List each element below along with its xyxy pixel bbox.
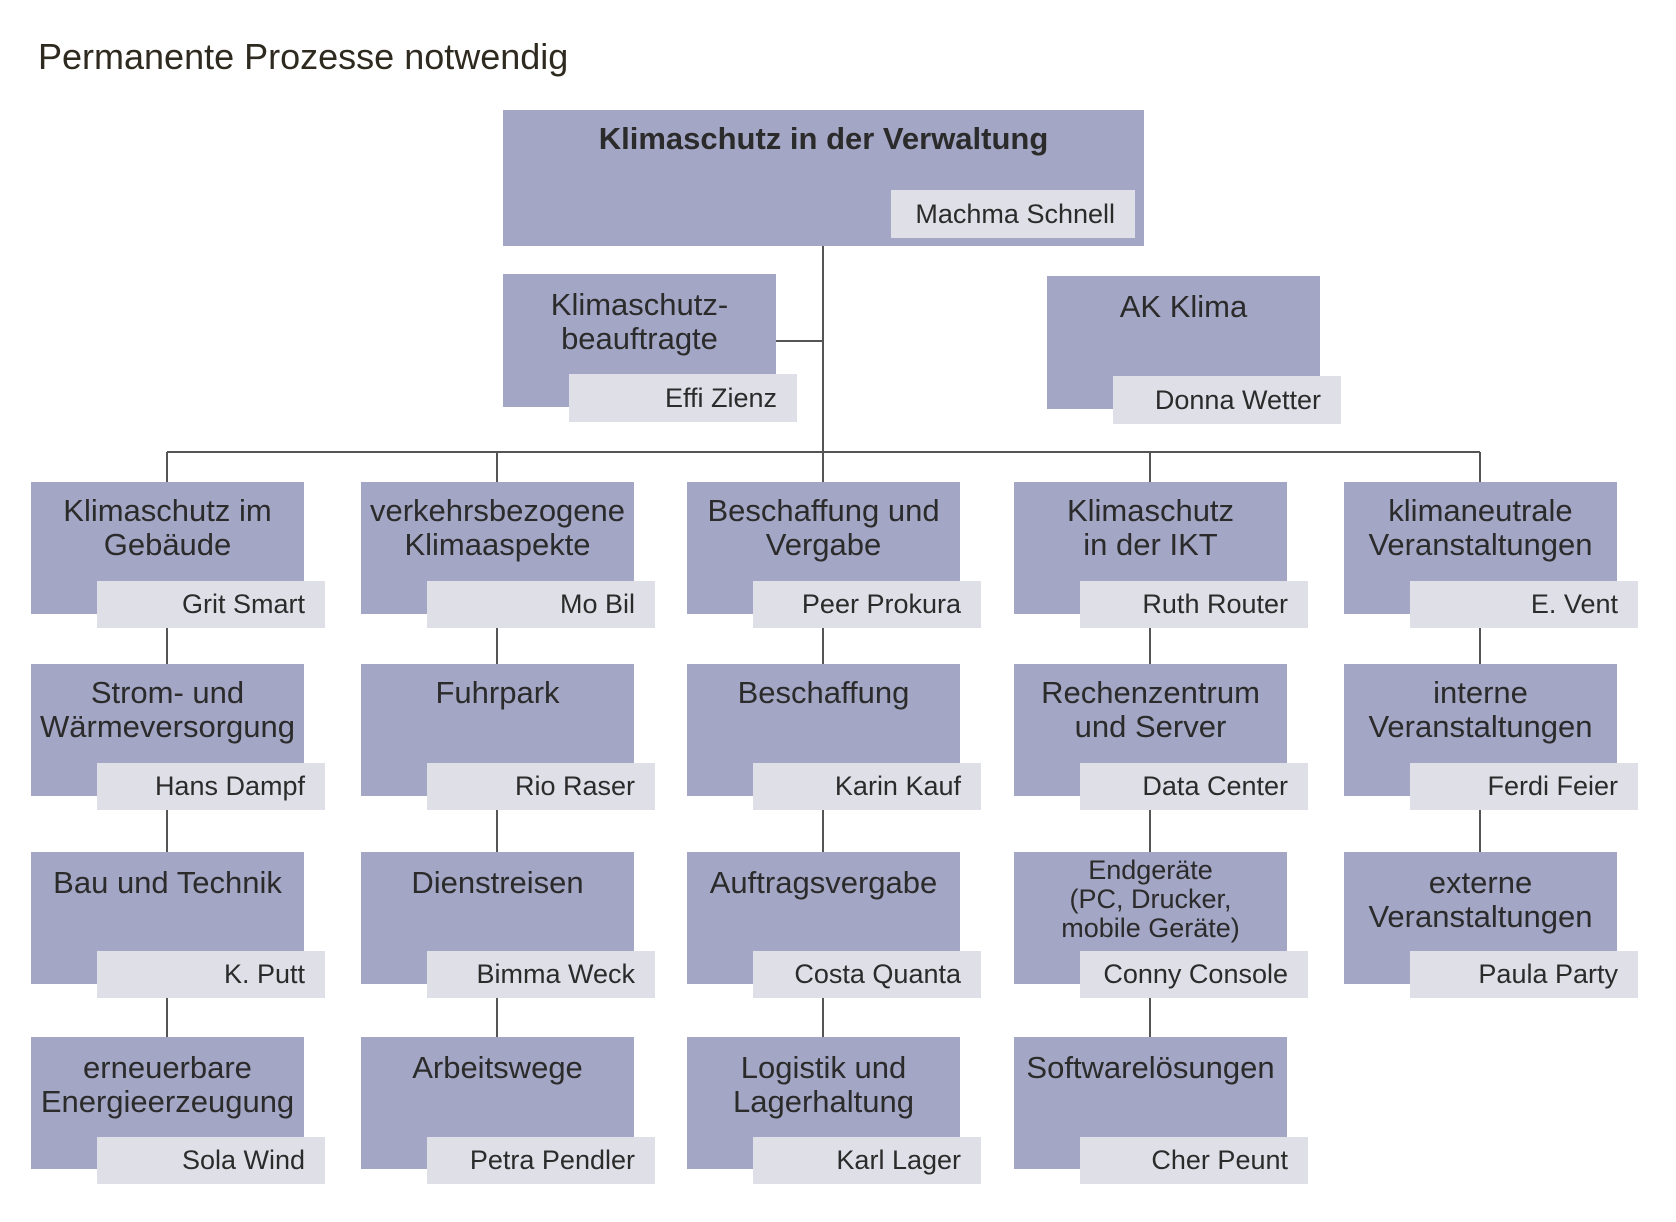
page-title: Permanente Prozesse notwendig xyxy=(38,36,569,77)
subtopic-person-tag: Hans Dampf xyxy=(97,763,325,810)
topic-person-tag: Ruth Router xyxy=(1080,581,1308,628)
topic-person-tag: Grit Smart xyxy=(97,581,325,628)
subtopic-title: Beschaffung xyxy=(737,675,910,710)
root-person-tag: Machma Schnell xyxy=(891,190,1135,238)
subtopic-title: Bau und Technik xyxy=(53,865,282,900)
staff-title-beauftragte: Klimaschutz- beauftragte xyxy=(550,287,729,356)
subtopic-person-tag: Data Center xyxy=(1080,763,1308,810)
topic-person-tag: Peer Prokura xyxy=(753,581,981,628)
topic-title: Klimaschutz im Gebäude xyxy=(63,493,272,562)
subtopic-title: Auftragsvergabe xyxy=(709,865,938,900)
subtopic-person-tag: Ferdi Feier xyxy=(1410,763,1638,810)
staff-person-beauftragte: Effi Zienz xyxy=(569,374,797,422)
topic-person-tag: Mo Bil xyxy=(427,581,655,628)
subtopic-title: Fuhrpark xyxy=(435,675,560,710)
topic-title: Beschaffung und Vergabe xyxy=(707,493,940,562)
root-title: Klimaschutz in der Verwaltung xyxy=(598,121,1049,156)
subtopic-person-tag: Paula Party xyxy=(1410,951,1638,998)
topic-title: verkehrsbezogene Klimaaspekte xyxy=(369,493,626,562)
subtopic-person-tag: Karin Kauf xyxy=(753,763,981,810)
topic-title: klimaneutrale Veranstaltungen xyxy=(1368,493,1593,562)
topic-title: Klimaschutz in der IKT xyxy=(1066,493,1235,562)
subtopic-person-tag: Sola Wind xyxy=(97,1137,325,1184)
subtopic-title: externe Veranstaltungen xyxy=(1368,865,1593,934)
subtopic-person-tag: Cher Peunt xyxy=(1080,1137,1308,1184)
staff-person-ak: Donna Wetter xyxy=(1113,376,1341,424)
subtopic-title: Logistik und Lagerhaltung xyxy=(733,1050,914,1119)
subtopic-title: Endgeräte (PC, Drucker, mobile Geräte) xyxy=(1061,855,1240,943)
subtopic-title: interne Veranstaltungen xyxy=(1368,675,1593,744)
staff-title-ak: AK Klima xyxy=(1119,289,1248,324)
topic-person-tag: E. Vent xyxy=(1410,581,1638,628)
subtopic-title: Rechenzentrum und Server xyxy=(1041,675,1260,744)
subtopic-person-tag: Rio Raser xyxy=(427,763,655,810)
subtopic-person-tag: Bimma Weck xyxy=(427,951,655,998)
subtopic-title: Strom- und Wärmeversorgung xyxy=(40,675,295,744)
subtopic-person-tag: Karl Lager xyxy=(753,1137,981,1184)
subtopic-title: Softwarelösungen xyxy=(1026,1050,1275,1085)
subtopic-person-tag: K. Putt xyxy=(97,951,325,998)
subtopic-title: erneuerbare Energieerzeugung xyxy=(40,1050,295,1119)
subtopic-person-tag: Costa Quanta xyxy=(753,951,981,998)
root-box: Klimaschutz in der Verwaltung xyxy=(503,110,1144,246)
subtopic-title: Arbeitswege xyxy=(412,1050,583,1085)
subtopic-person-tag: Petra Pendler xyxy=(427,1137,655,1184)
subtopic-person-tag: Conny Console xyxy=(1080,951,1308,998)
subtopic-title: Dienstreisen xyxy=(411,865,584,900)
